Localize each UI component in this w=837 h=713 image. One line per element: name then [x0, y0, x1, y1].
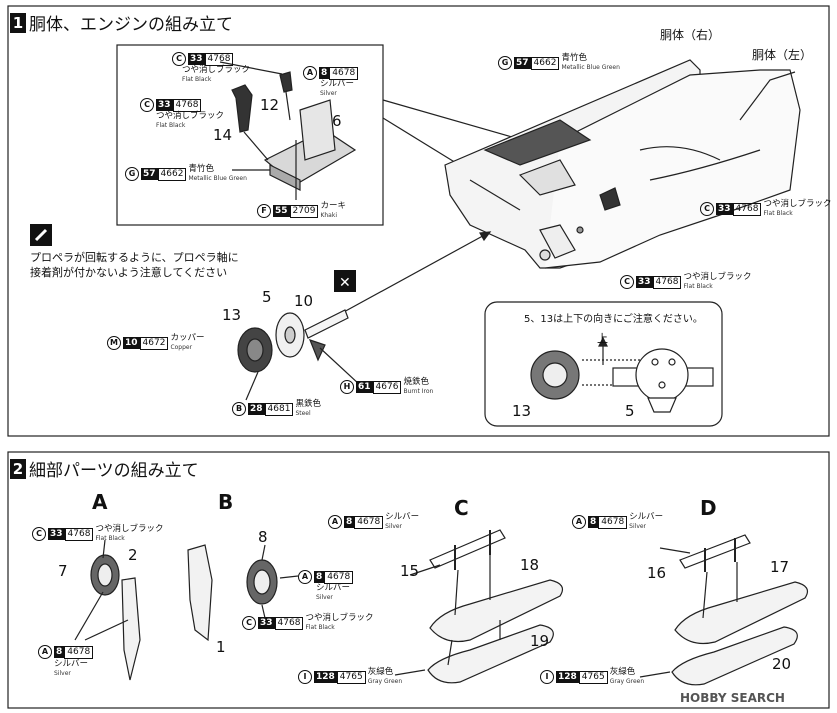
step1-number: 1	[10, 12, 26, 33]
part-16: 16	[647, 564, 667, 582]
subassembly-a-label: A	[92, 490, 108, 514]
step1-frame	[7, 5, 830, 437]
part-5: 5	[262, 288, 272, 306]
propeller-note: プロペラが回転するように、プロペラ軸に 接着剤が付かないよう注意してください	[30, 250, 239, 280]
part-20: 20	[772, 655, 792, 673]
part-2: 2	[128, 546, 138, 564]
part-13: 13	[222, 306, 242, 324]
step2-frame	[7, 451, 830, 709]
cockpit-inset-frame	[116, 44, 384, 226]
part-6: 6	[332, 112, 342, 130]
fuselage-drawing	[444, 59, 801, 269]
landing-gear-a-drawing	[74, 539, 141, 681]
orientation-note: 5、13は上下の向きにご注意ください。	[524, 314, 703, 325]
part-1: 1	[216, 638, 226, 656]
propeller-note-line2: 接着剤が付かないよう注意してください	[30, 266, 228, 279]
no-glue-icon-box	[334, 270, 356, 292]
step2-number: 2	[10, 458, 26, 479]
fuselage-right-label: 胴体（右）	[660, 28, 721, 42]
orientation-inset-frame	[484, 301, 723, 427]
cockpit-floor-drawing	[219, 61, 357, 200]
brush-icon	[34, 228, 48, 242]
part-19: 19	[530, 632, 550, 650]
subassembly-b-label: B	[218, 490, 234, 514]
part-15: 15	[400, 562, 420, 580]
propeller-drawing	[237, 309, 361, 401]
part-10: 10	[294, 292, 314, 310]
part-18: 18	[520, 556, 540, 574]
step1-title-text: 胴体、エンジンの組み立て	[29, 15, 233, 35]
part-12: 12	[260, 96, 280, 114]
part-7: 7	[58, 562, 68, 580]
part-5-detail: 5	[625, 402, 635, 420]
fuselage-left-label: 胴体（左）	[752, 48, 813, 62]
part-8: 8	[258, 528, 268, 546]
step2-title: 2 細部パーツの組み立て	[10, 456, 199, 481]
part-13-detail: 13	[512, 402, 532, 420]
orientation-detail-drawing	[530, 336, 714, 413]
part-14: 14	[213, 126, 233, 144]
step1-title: 1 胴体、エンジンの組み立て	[10, 10, 233, 35]
subassembly-c-label: C	[454, 496, 469, 520]
step2-title-text: 細部パーツの組み立て	[29, 461, 199, 481]
float-d-drawing	[639, 534, 808, 686]
subassembly-d-label: D	[700, 496, 717, 520]
propeller-note-line1: プロペラが回転するように、プロペラ軸に	[30, 251, 239, 264]
part-17: 17	[770, 558, 790, 576]
float-c-drawing	[394, 529, 563, 684]
no-glue-icon: ✕	[339, 275, 351, 291]
assembly-arrow	[319, 231, 491, 326]
watermark: HOBBY SEARCH	[680, 691, 785, 705]
landing-gear-b-drawing	[187, 544, 299, 642]
up-label: 上	[597, 332, 608, 345]
